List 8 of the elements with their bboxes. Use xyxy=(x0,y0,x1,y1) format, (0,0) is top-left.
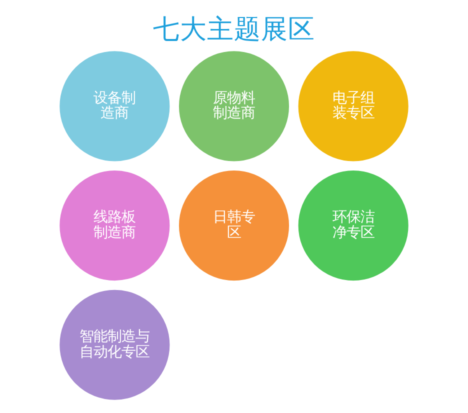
node-circle: 日韩专区 xyxy=(178,169,290,282)
node-circle: 原物料制造商 xyxy=(178,50,290,162)
node-circle: 智能制造与自动化专区 xyxy=(58,288,171,401)
node-circle: 设备制造商 xyxy=(58,50,171,162)
node-circle: 环保洁净专区 xyxy=(297,169,410,282)
diagram-title: 七大主题展区 xyxy=(153,14,315,46)
node-circle: 线路板制造商 xyxy=(58,169,171,282)
node-circle: 电子组装专区 xyxy=(297,50,410,162)
